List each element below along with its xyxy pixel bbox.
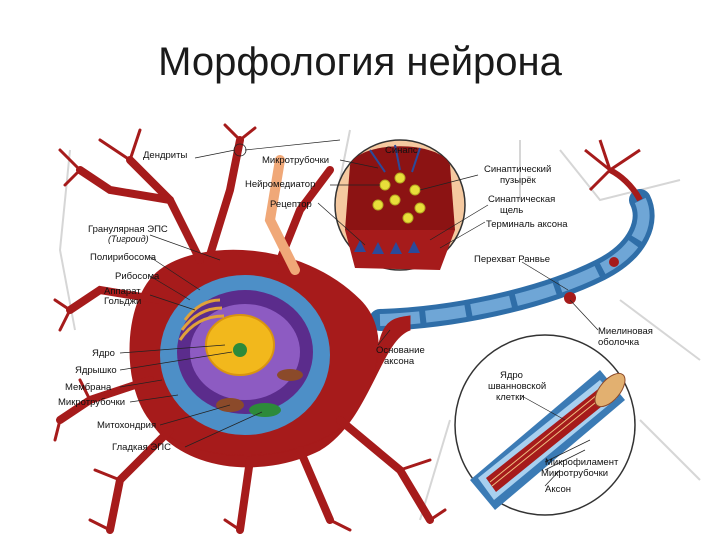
label-synaptic-cleft-1: Синаптическая — [488, 194, 555, 205]
label-microtubules-left: Микротрубочки — [58, 397, 125, 408]
label-rough-er-2: (Тигроид) — [108, 234, 149, 244]
label-schwann-3: клетки — [496, 392, 525, 403]
axon-inset — [454, 334, 636, 516]
label-myelin-2: оболочка — [598, 337, 640, 348]
label-microtubules-top: Микротрубочки — [262, 155, 329, 166]
golgi-apparatus — [178, 298, 225, 341]
pointer-lines — [119, 139, 599, 487]
label-synaptic-cleft-2: щель — [500, 205, 523, 216]
label-microtubules-inset: Микротрубочки — [541, 468, 608, 479]
label-schwann-2: шванновской — [488, 381, 546, 392]
label-mitochondria: Митохондрия — [97, 420, 156, 431]
label-golgi-2: Гольджи — [104, 296, 141, 307]
label-synaptic-vesicle-2: пузырёк — [500, 175, 537, 186]
label-axon-hillock-2: аксона — [384, 356, 415, 367]
label-smooth-er: Гладкая ЭПС — [112, 442, 171, 453]
label-rough-er-1: Гранулярная ЭПС — [88, 224, 168, 235]
label-ribosome: Рибосома — [115, 271, 160, 282]
labels: Дендриты Микротрубочки Нейромедиатор Рец… — [58, 145, 653, 495]
label-nucleolus: Ядрышко — [75, 365, 117, 376]
label-schwann-1: Ядро — [500, 370, 523, 381]
synapse-inset — [334, 139, 466, 271]
label-golgi-1: Аппарат — [104, 286, 141, 297]
label-membrane: Мембрана — [65, 382, 112, 393]
label-myelin-1: Миелиновая — [598, 326, 653, 337]
nucleus — [205, 314, 275, 376]
label-synaptic-vesicle-1: Синаптический — [484, 164, 551, 175]
label-neurotransmitter: Нейромедиатор — [245, 179, 315, 190]
label-axon-terminal: Терминаль аксона — [486, 219, 568, 230]
label-node-ranvier: Перехват Ранвье — [474, 254, 550, 265]
slide-title: Морфология нейрона — [158, 40, 562, 84]
label-axon-hillock-1: Основание — [376, 345, 425, 356]
label-nucleus: Ядро — [92, 348, 115, 359]
label-receptor: Рецептор — [270, 199, 312, 210]
label-microfilament: Микрофиламент — [545, 457, 619, 468]
label-dendrites: Дендриты — [143, 150, 187, 161]
label-synapse: Синапс — [385, 145, 418, 156]
nucleolus — [233, 343, 247, 357]
label-polyribosome: Полирибосома — [90, 252, 157, 263]
axon-myelin — [369, 139, 655, 331]
label-axon: Аксон — [545, 484, 571, 495]
